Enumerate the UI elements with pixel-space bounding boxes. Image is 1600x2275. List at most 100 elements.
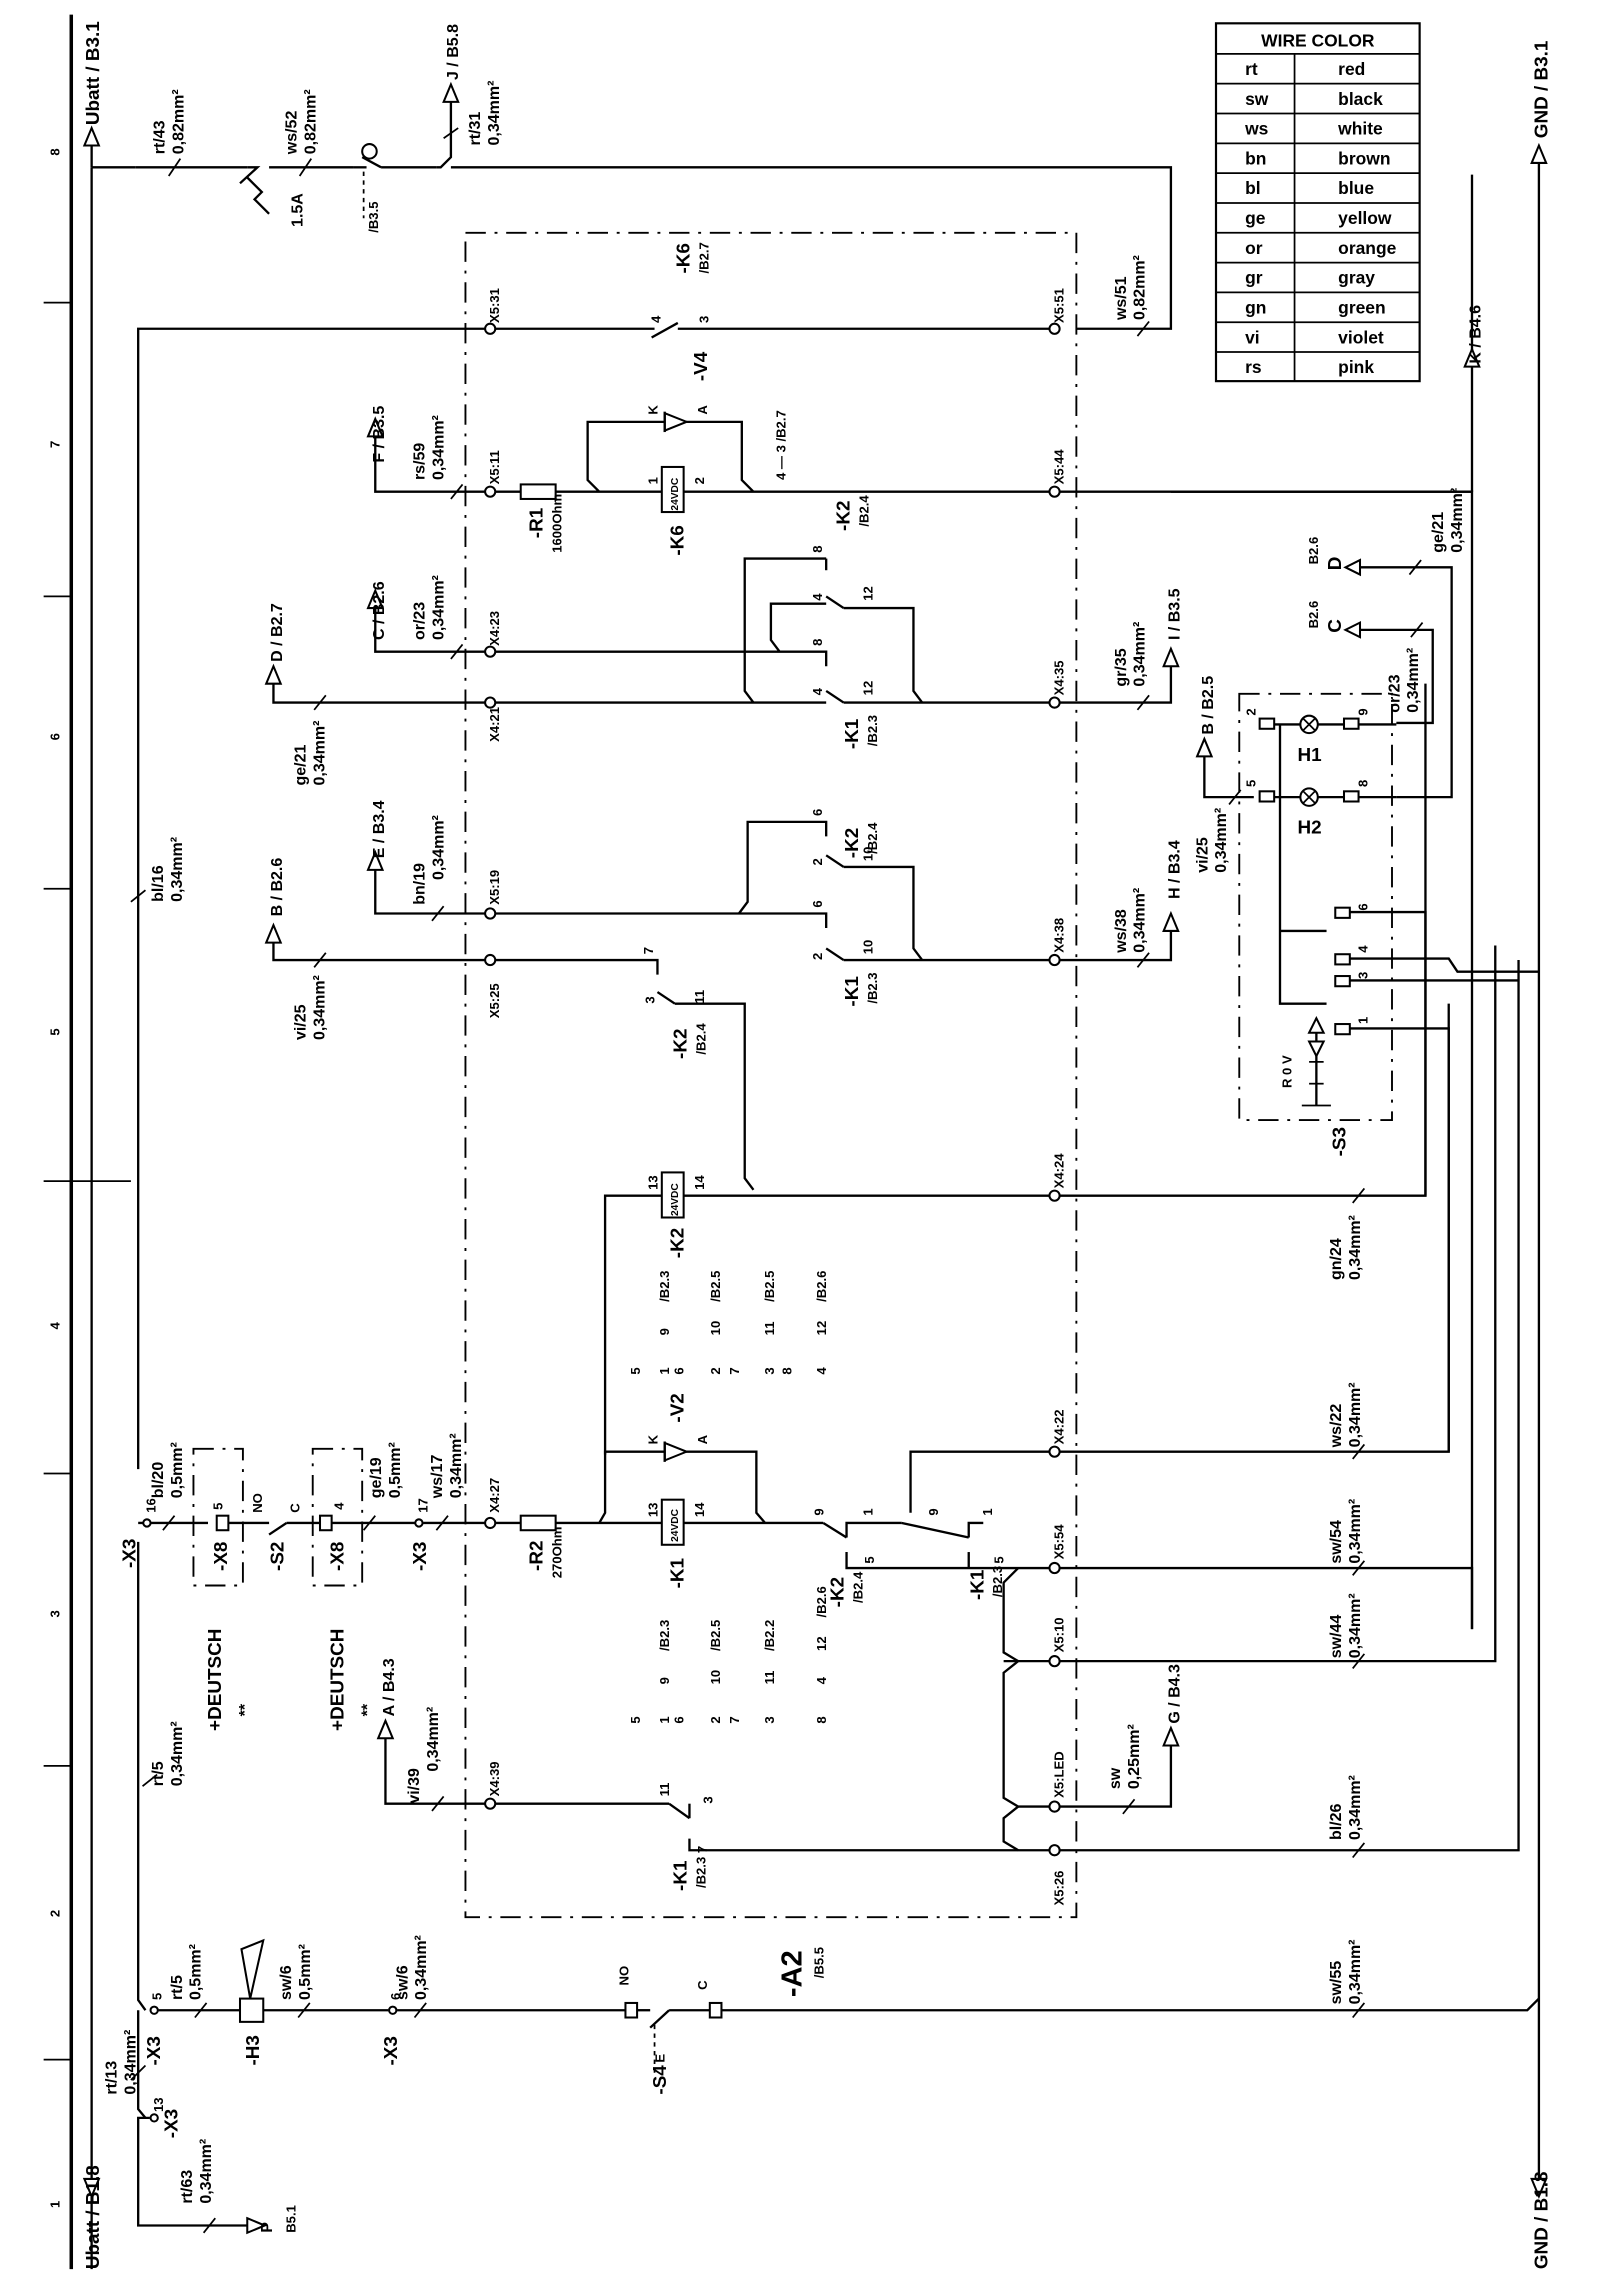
- pin-label: 16: [144, 1498, 159, 1513]
- wire-label: 0,34mm²: [1347, 1939, 1364, 2004]
- terminal: [414, 1518, 424, 1528]
- wire-label: 0,5mm²: [188, 1944, 205, 2000]
- terminal-label: X5:44: [1051, 449, 1066, 485]
- legend-code: ge: [1245, 208, 1266, 228]
- wire-label: 0,34mm²: [169, 837, 186, 902]
- terminal-label: X4:22: [1051, 1410, 1066, 1445]
- terminal: [1048, 953, 1061, 967]
- legend-code: vi: [1245, 327, 1260, 347]
- arrow-icon: [1162, 646, 1180, 668]
- pin-label: 8: [1355, 780, 1370, 787]
- cref: 9: [657, 1677, 672, 1684]
- wire-label: ge/21: [1430, 512, 1447, 553]
- ref-label: F / B3.5: [371, 406, 388, 463]
- cref: /B2.5: [708, 1271, 723, 1302]
- wire-label: rs/59: [412, 443, 429, 480]
- connector-x8-boundary: [192, 1447, 244, 1587]
- terminal: [484, 485, 497, 498]
- wire-label: 0,34mm²: [486, 81, 503, 146]
- component-h3: -H3: [243, 2035, 264, 2065]
- coil-voltage: 24VDC: [670, 1183, 681, 1216]
- cref: 3: [762, 1716, 777, 1723]
- pin-label: 3: [701, 1796, 716, 1803]
- pin-icon: [708, 2001, 723, 2019]
- pin-icon: [1334, 1023, 1351, 1036]
- ref-label: K / B4.6: [1468, 305, 1485, 364]
- ref-label: D: [1325, 557, 1346, 571]
- cref: 12: [814, 1321, 829, 1336]
- wire-label: 0,5mm²: [297, 1944, 314, 2000]
- terminal: [484, 1797, 497, 1810]
- legend-color: blue: [1338, 178, 1374, 198]
- pin-label: 3: [643, 996, 658, 1003]
- diode-icon: [663, 1441, 690, 1462]
- component-ref: /B2.3: [693, 1857, 708, 1888]
- wire-label: 0,82mm²: [303, 89, 320, 154]
- cref: 9: [657, 1328, 672, 1335]
- pin-label: 6: [388, 1993, 403, 2000]
- component-k1: -K1: [842, 976, 863, 1006]
- wire-label: bl/26: [1328, 1803, 1345, 1840]
- wire-label: sw/6: [278, 1965, 295, 2000]
- wire-label: 0,34mm²: [311, 975, 328, 1040]
- ref-label: H / B3.4: [1167, 840, 1184, 899]
- wire-label: 0,82mm²: [1132, 255, 1149, 320]
- pin-label: 7: [695, 1846, 710, 1853]
- pin-label: 10: [861, 940, 876, 955]
- terminal-label: X4:21: [487, 707, 502, 742]
- arrow-icon: [82, 2177, 101, 2200]
- arrow-icon: [1530, 142, 1548, 164]
- circuit-v2: K A -V2 X4:22 ws/22 0,34mm²: [598, 1003, 1450, 1524]
- switch-s3-boundary: [1238, 692, 1393, 1121]
- contact-table-lower: 5 1 9 /B2.3 6 2 10 /B2.5 7 3 11 /B2.2 8 …: [628, 1586, 829, 1723]
- cref: 7: [727, 1367, 742, 1374]
- component-k2: -K2: [828, 1577, 849, 1607]
- wire-label: 0,34mm²: [122, 2030, 139, 2095]
- fuse-icon: [246, 176, 270, 215]
- terminal: [1048, 1844, 1061, 1857]
- arrow-icon: [1162, 910, 1180, 932]
- legend-code: rt: [1245, 59, 1258, 79]
- cref: 2: [708, 1716, 723, 1723]
- pin-icon: [624, 2001, 639, 2019]
- terminal-label: X5:25: [487, 983, 502, 1018]
- wire-label: bl/16: [150, 865, 167, 902]
- pin-label: 7: [641, 947, 656, 954]
- wire-label: gn/24: [1328, 1238, 1345, 1280]
- component-value: 1600Ohm: [549, 494, 564, 553]
- terminal: [1048, 1655, 1061, 1668]
- component-ref: /B2.7: [696, 242, 711, 273]
- pin-icon: [1258, 717, 1276, 730]
- component-r2: -R2: [527, 1541, 548, 1571]
- diode-a: A: [695, 1434, 710, 1444]
- legend-color: brown: [1338, 148, 1390, 168]
- component-k1: -K1: [967, 1570, 988, 1600]
- arrow-icon: [376, 1718, 395, 1740]
- terminal-label: X5:10: [1051, 1618, 1066, 1653]
- wire-label: 0,34mm²: [1449, 488, 1466, 553]
- wire-label: 0,34mm²: [448, 1433, 465, 1498]
- pin-label: 5: [862, 1556, 877, 1563]
- module-ref: /B5.5: [811, 1947, 826, 1978]
- circuit-k1-k2-middle: bl/16 0,34mm² E / B3.4 bn/19 0,34mm² X5:…: [130, 800, 1184, 1191]
- diode-k: K: [645, 1434, 660, 1444]
- terminal: [484, 322, 497, 335]
- circuit-x510: X5:10 sw/44 0,34mm²: [1002, 945, 1497, 1669]
- terminal: [388, 2005, 398, 2015]
- cref: /B2.3: [657, 1271, 672, 1302]
- cref: 12: [814, 1636, 829, 1651]
- terminal: [149, 2113, 159, 2123]
- breaker-ref: /B3.5: [366, 202, 381, 233]
- ref-label: J / B5.8: [445, 24, 462, 80]
- terminal-label: X5:LED: [1051, 1751, 1066, 1798]
- row-number: 6: [48, 733, 63, 740]
- component-h2: H2: [1297, 818, 1321, 839]
- component-v4: -V4: [691, 351, 712, 381]
- component-k1: -K1: [842, 719, 863, 749]
- rail-label-gnd-top: GND / B3.1: [1532, 41, 1553, 139]
- arrow-icon: [1195, 736, 1214, 758]
